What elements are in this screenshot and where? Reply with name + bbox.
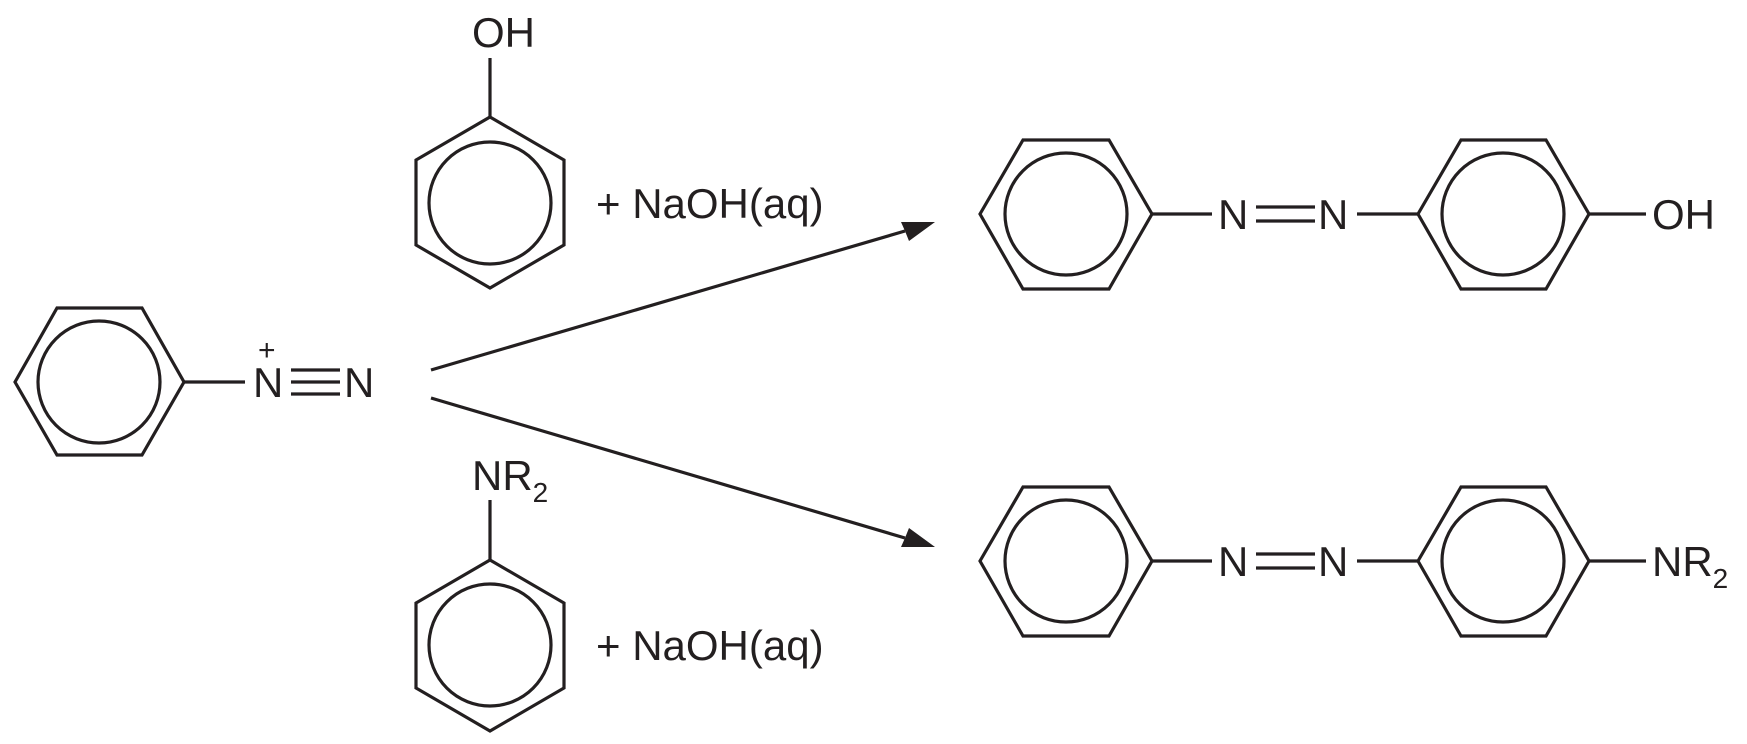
aniline-aromatic-circle	[427, 582, 553, 708]
aniline-reagent: NR2 + NaOH(aq)	[414, 452, 824, 733]
arrow-bottom-shaft	[430, 396, 906, 540]
phenol-reagent: OH + NaOH(aq)	[414, 9, 824, 290]
reaction-arrow-top	[430, 222, 935, 372]
reactant-n2-label: N	[344, 359, 374, 406]
product-top-oh-label: OH	[1652, 191, 1715, 238]
azo-amine-product: N N NR2	[978, 485, 1728, 638]
azo-phenol-product: N N OH	[978, 138, 1715, 291]
phenol-aromatic-circle	[427, 140, 553, 266]
product-top-n1-label: N	[1218, 191, 1248, 238]
top-conditions-label: + NaOH(aq)	[596, 180, 824, 227]
product-bottom-n1-label: N	[1218, 538, 1248, 585]
arrow-bottom-head	[901, 528, 935, 547]
aniline-benzene-ring	[414, 558, 566, 733]
reactant-aromatic-circle	[36, 319, 162, 445]
product-bottom-circle-right	[1440, 498, 1566, 624]
arrow-top-shaft	[430, 229, 906, 372]
benzenediazonium-reactant: N + N	[13, 306, 374, 457]
product-bottom-n2-label: N	[1318, 538, 1348, 585]
product-top-circle-left	[1003, 151, 1129, 277]
phenol-benzene-ring	[414, 115, 566, 290]
arrow-top-head	[901, 222, 935, 241]
reactant-n1-label: N	[253, 359, 283, 406]
phenol-oh-label: OH	[472, 9, 535, 56]
product-top-circle-right	[1440, 151, 1566, 277]
aniline-nr-label: NR2	[472, 452, 548, 508]
bottom-conditions-label: + NaOH(aq)	[596, 622, 824, 669]
product-bottom-nr-label: NR2	[1652, 538, 1728, 594]
product-top-n2-label: N	[1318, 191, 1348, 238]
product-bottom-circle-left	[1003, 498, 1129, 624]
reactant-charge-label: +	[258, 334, 276, 367]
reaction-arrow-bottom	[430, 396, 935, 547]
